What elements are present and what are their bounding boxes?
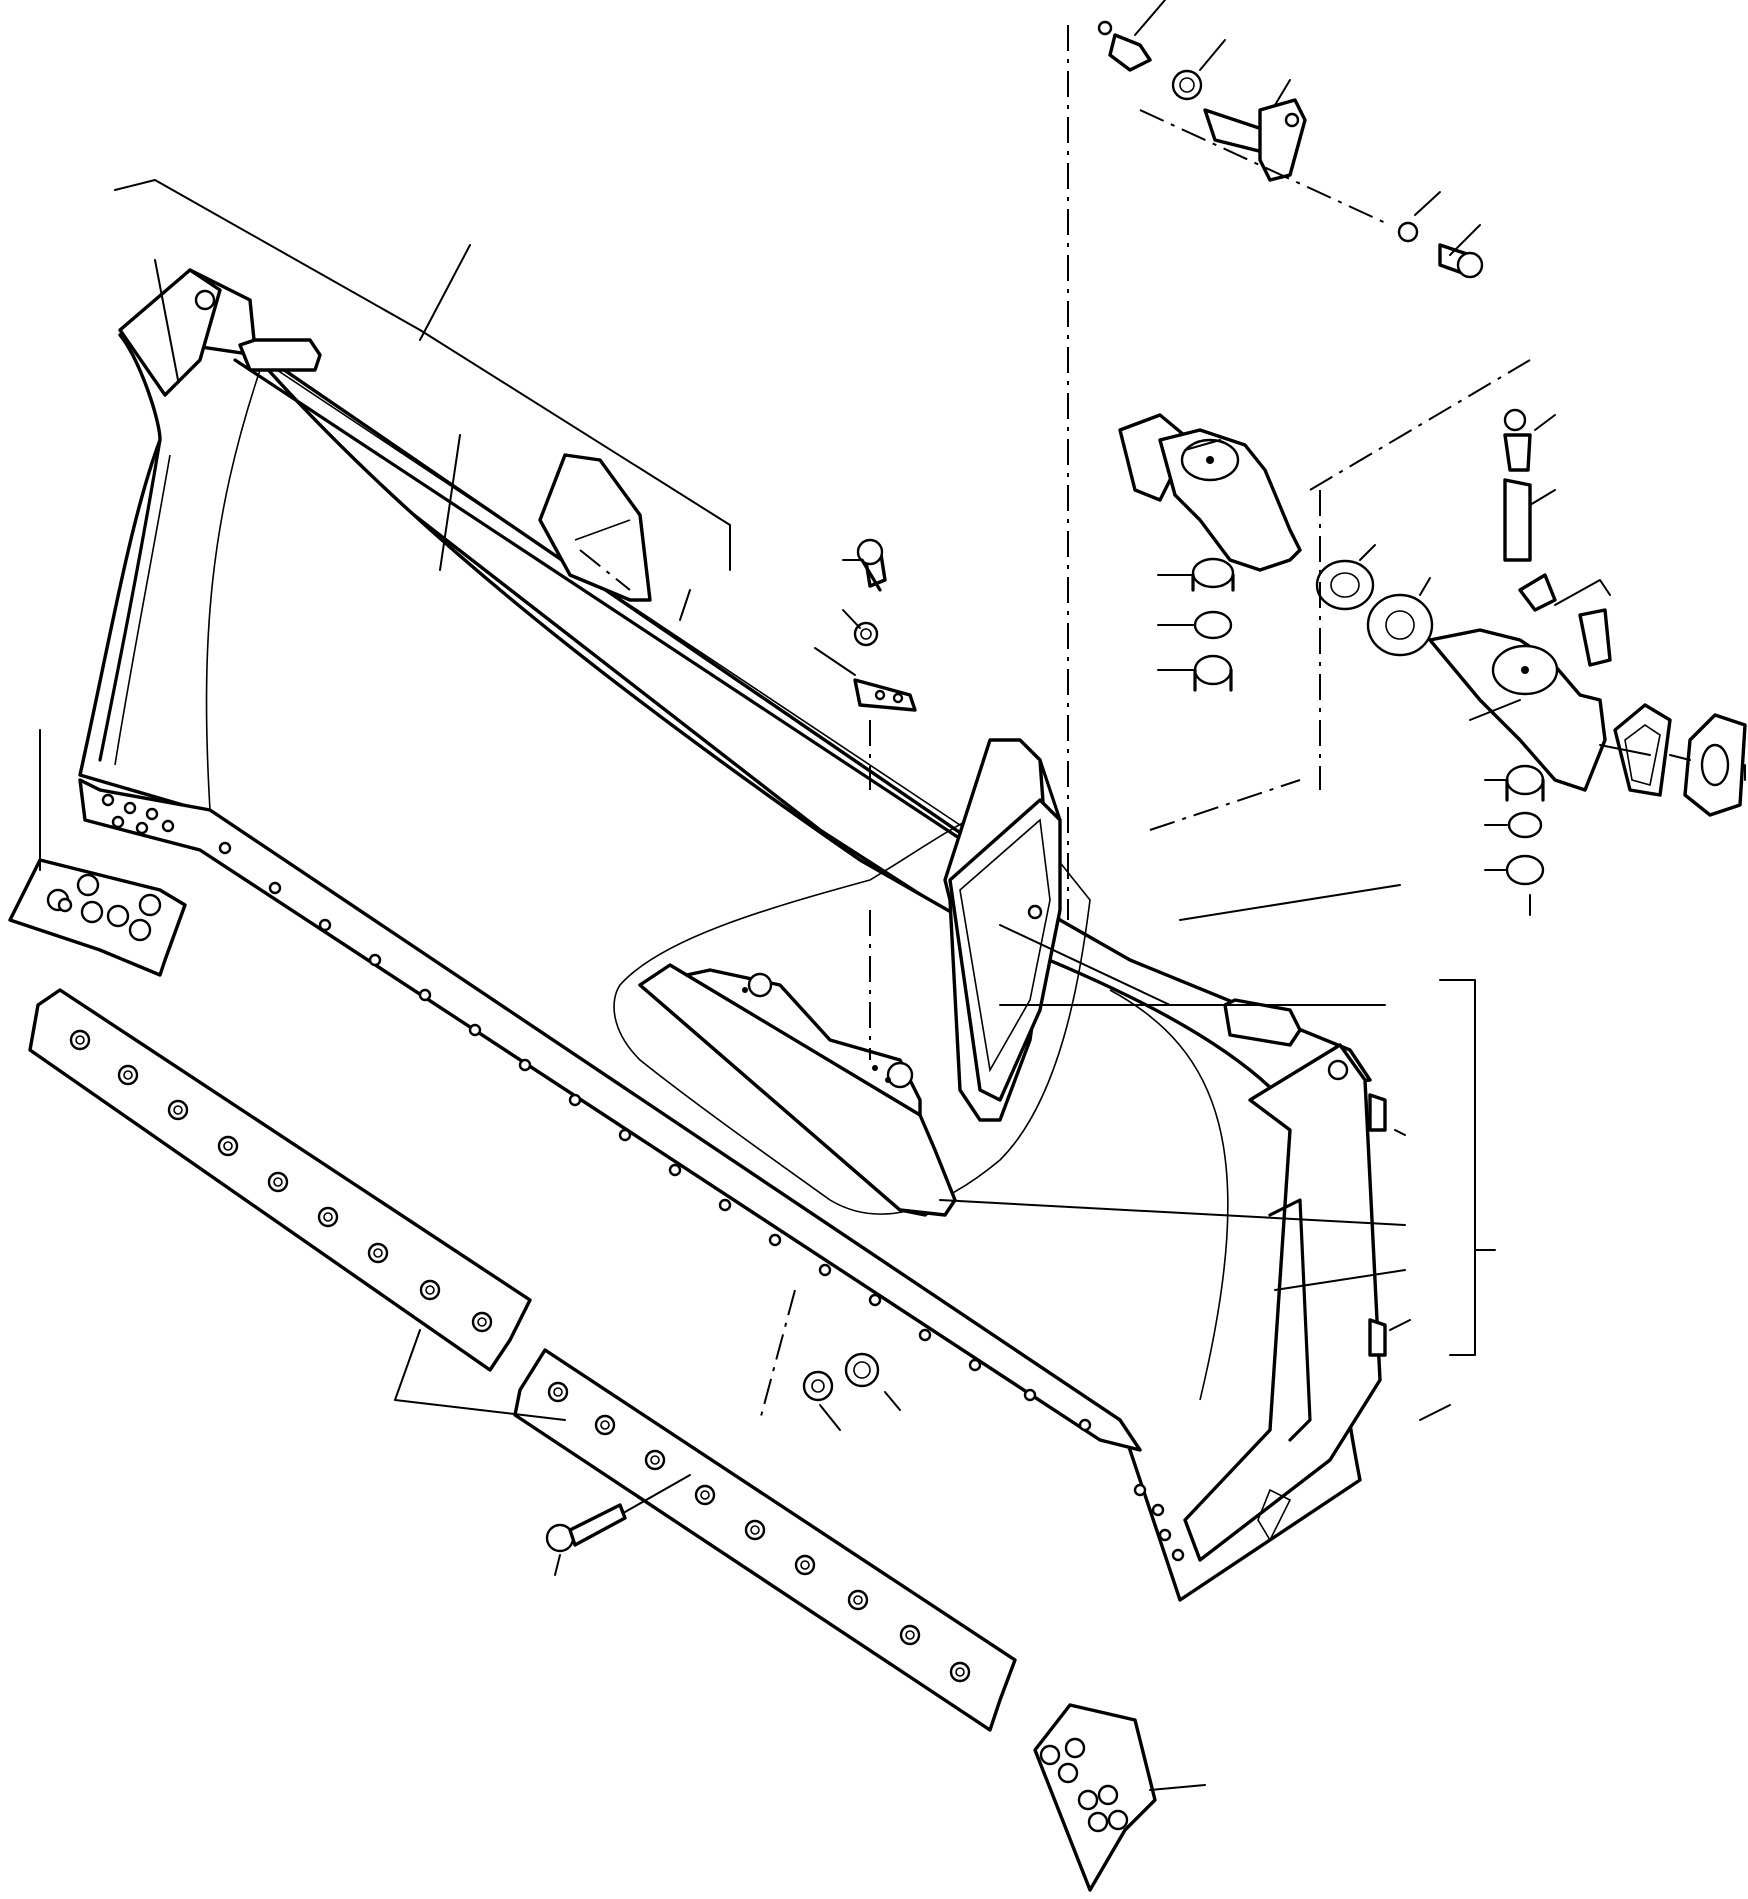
end-bit-right: [1033, 1703, 1157, 1892]
center-lines: [759, 25, 1531, 1421]
cutting-edge-right: [513, 1348, 1017, 1732]
leader-lines: [39, 0, 1746, 1791]
blade-right-end-plate: [1183, 998, 1387, 1562]
center-bolt-washer-plate: [853, 538, 917, 712]
edge-bolt-nut-washer: [545, 1352, 880, 1553]
blade-bottom-edge-holes: [78, 778, 1185, 1562]
end-bit-left: [8, 858, 187, 977]
trunnion-joint-assembly: [1118, 408, 1747, 886]
pin-and-grease-fitting-assembly: [1097, 20, 1484, 279]
push-arm-mounting-bracket: [613, 738, 1091, 1217]
cutting-edge-left: [28, 988, 532, 1372]
